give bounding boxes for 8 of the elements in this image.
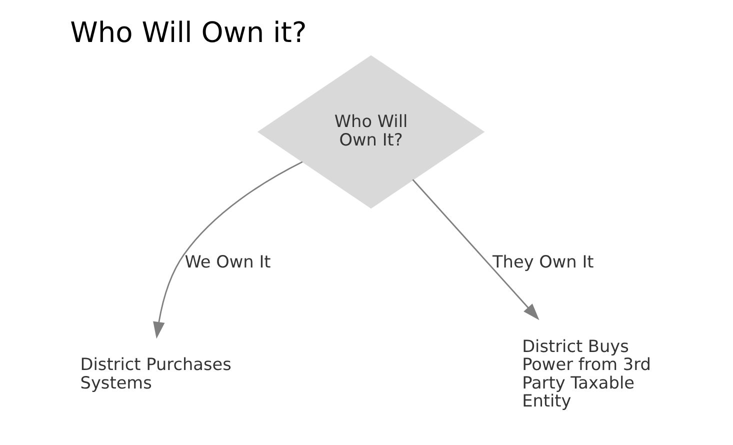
diagram-title: Who Will Own it? [70,16,307,49]
arrow [153,161,303,339]
edge-label: They Own It [492,252,594,272]
arrow [412,179,540,320]
node-diamond: Who Will Own It? [257,55,485,209]
node-text: District Buys Power from 3rd Party Taxable Entity [522,336,651,411]
node-text: District Purchases Systems [80,354,232,392]
edge-label: We Own It [184,252,271,272]
